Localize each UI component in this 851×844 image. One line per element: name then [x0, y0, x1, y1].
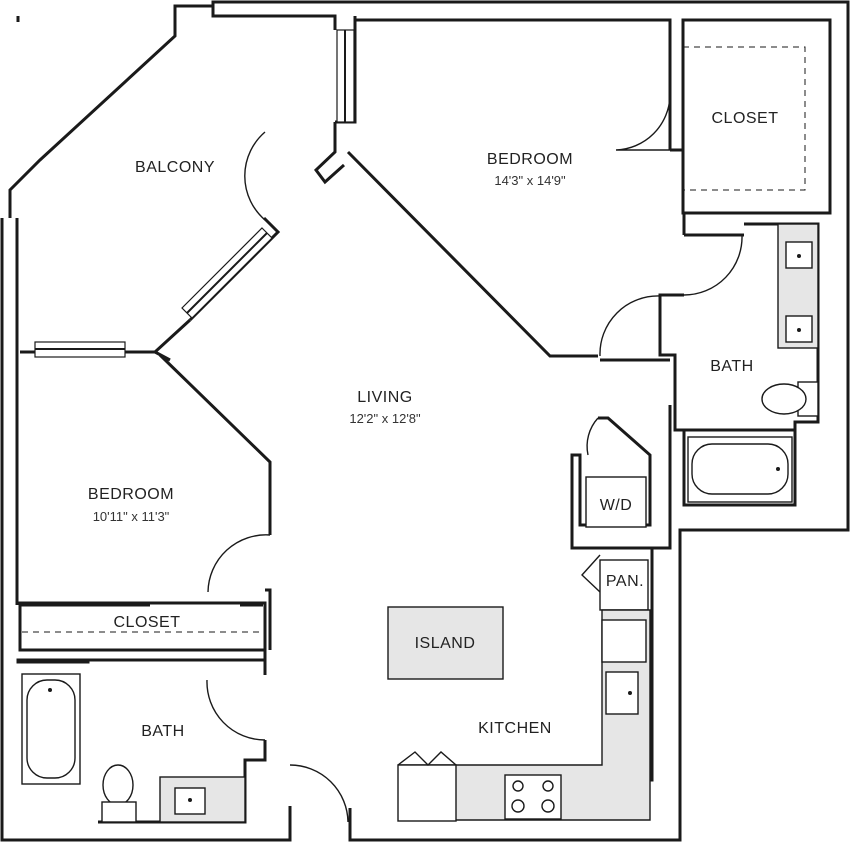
room-label-wd: W/D — [600, 497, 633, 514]
doors — [206, 95, 743, 823]
interior-walls — [16, 6, 832, 824]
fixtures — [21, 223, 819, 823]
room-label-kitchen: KITCHEN — [478, 720, 552, 737]
door-balcony — [244, 131, 266, 221]
closet-shelves — [22, 46, 806, 633]
room-label-bath-main: BATH — [710, 358, 753, 375]
room-labels: BALCONY BEDROOM 14'3" x 14'9" CLOSET BAT… — [88, 110, 778, 740]
fridge-icon — [601, 619, 647, 663]
windows — [34, 29, 355, 358]
room-dims-bedroom-second: 10'11" x 11'3" — [93, 509, 170, 524]
washer-dryer — [585, 476, 647, 528]
room-label-closet-second: CLOSET — [113, 614, 180, 631]
room-label-balcony: BALCONY — [135, 159, 215, 176]
door-bath-main — [683, 234, 743, 296]
door-bedroom-second — [207, 534, 271, 593]
room-dims-living: 12'2" x 12'8" — [349, 411, 421, 426]
room-label-bedroom-second: BEDROOM — [88, 486, 174, 503]
room-label-bath-second: BATH — [141, 723, 184, 740]
room-label-pantry: PAN. — [606, 573, 644, 590]
toilet-icon — [102, 764, 134, 806]
door-closet-main — [615, 95, 671, 151]
room-dims-bedroom-main: 14'3" x 14'9" — [494, 173, 566, 188]
kitchen-sink-icon — [605, 671, 639, 715]
door-bath-second — [206, 679, 266, 741]
pantry-shelf — [599, 559, 649, 611]
kitchen-island — [387, 606, 504, 680]
toilet-tank — [101, 801, 137, 823]
room-label-closet-main: CLOSET — [711, 110, 778, 127]
range-icon — [504, 774, 562, 820]
door-bedroom-main — [599, 295, 661, 357]
dishwasher-icon — [397, 764, 457, 822]
room-label-bedroom-main: BEDROOM — [487, 151, 573, 168]
label-island: ISLAND — [415, 635, 476, 652]
door-entry — [289, 764, 349, 823]
door-wd — [586, 417, 599, 456]
door-pantry-upper — [581, 554, 601, 593]
room-label-living: LIVING — [357, 389, 412, 406]
toilet-icon — [761, 383, 807, 415]
